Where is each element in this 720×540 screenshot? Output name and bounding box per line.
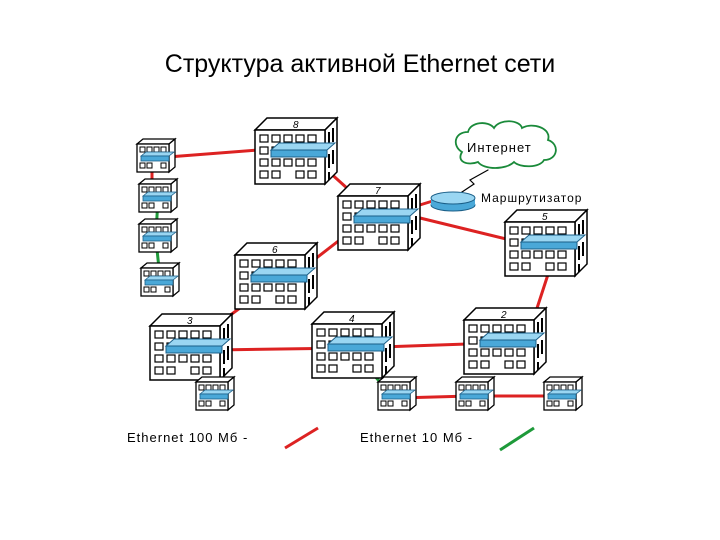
building-mark: 2 bbox=[500, 310, 507, 321]
building-mark: 8 bbox=[293, 120, 299, 131]
building-mark: 5 bbox=[542, 212, 548, 223]
internet-label: Интернет bbox=[467, 140, 532, 155]
small-switch-icon bbox=[138, 218, 178, 253]
router-label: Маршрутизатор bbox=[481, 191, 582, 205]
small-switch-icon bbox=[138, 178, 178, 213]
page-title: Структура активной Ethernet сети bbox=[164, 50, 556, 78]
small-switch-icon bbox=[455, 376, 495, 411]
small-switch-icon bbox=[543, 376, 583, 411]
router-icon bbox=[430, 191, 476, 212]
building-mark: 3 bbox=[187, 316, 193, 327]
small-switch-icon bbox=[140, 262, 180, 297]
building-mark: 7 bbox=[375, 186, 381, 197]
link-router-internet bbox=[455, 169, 489, 197]
legend-fast-label: Ethernet 100 Мб - bbox=[127, 430, 248, 445]
internet-cloud: Интернет bbox=[454, 120, 557, 169]
legend-fast-line bbox=[284, 426, 319, 450]
legend-slow-label: Ethernet 10 Мб - bbox=[360, 430, 473, 445]
small-switch-icon bbox=[195, 376, 235, 411]
small-switch-icon bbox=[136, 138, 176, 173]
legend-slow-line bbox=[499, 426, 535, 452]
building-mark: 6 bbox=[272, 245, 278, 256]
building-mark: 4 bbox=[349, 314, 355, 325]
small-switch-icon bbox=[377, 376, 417, 411]
